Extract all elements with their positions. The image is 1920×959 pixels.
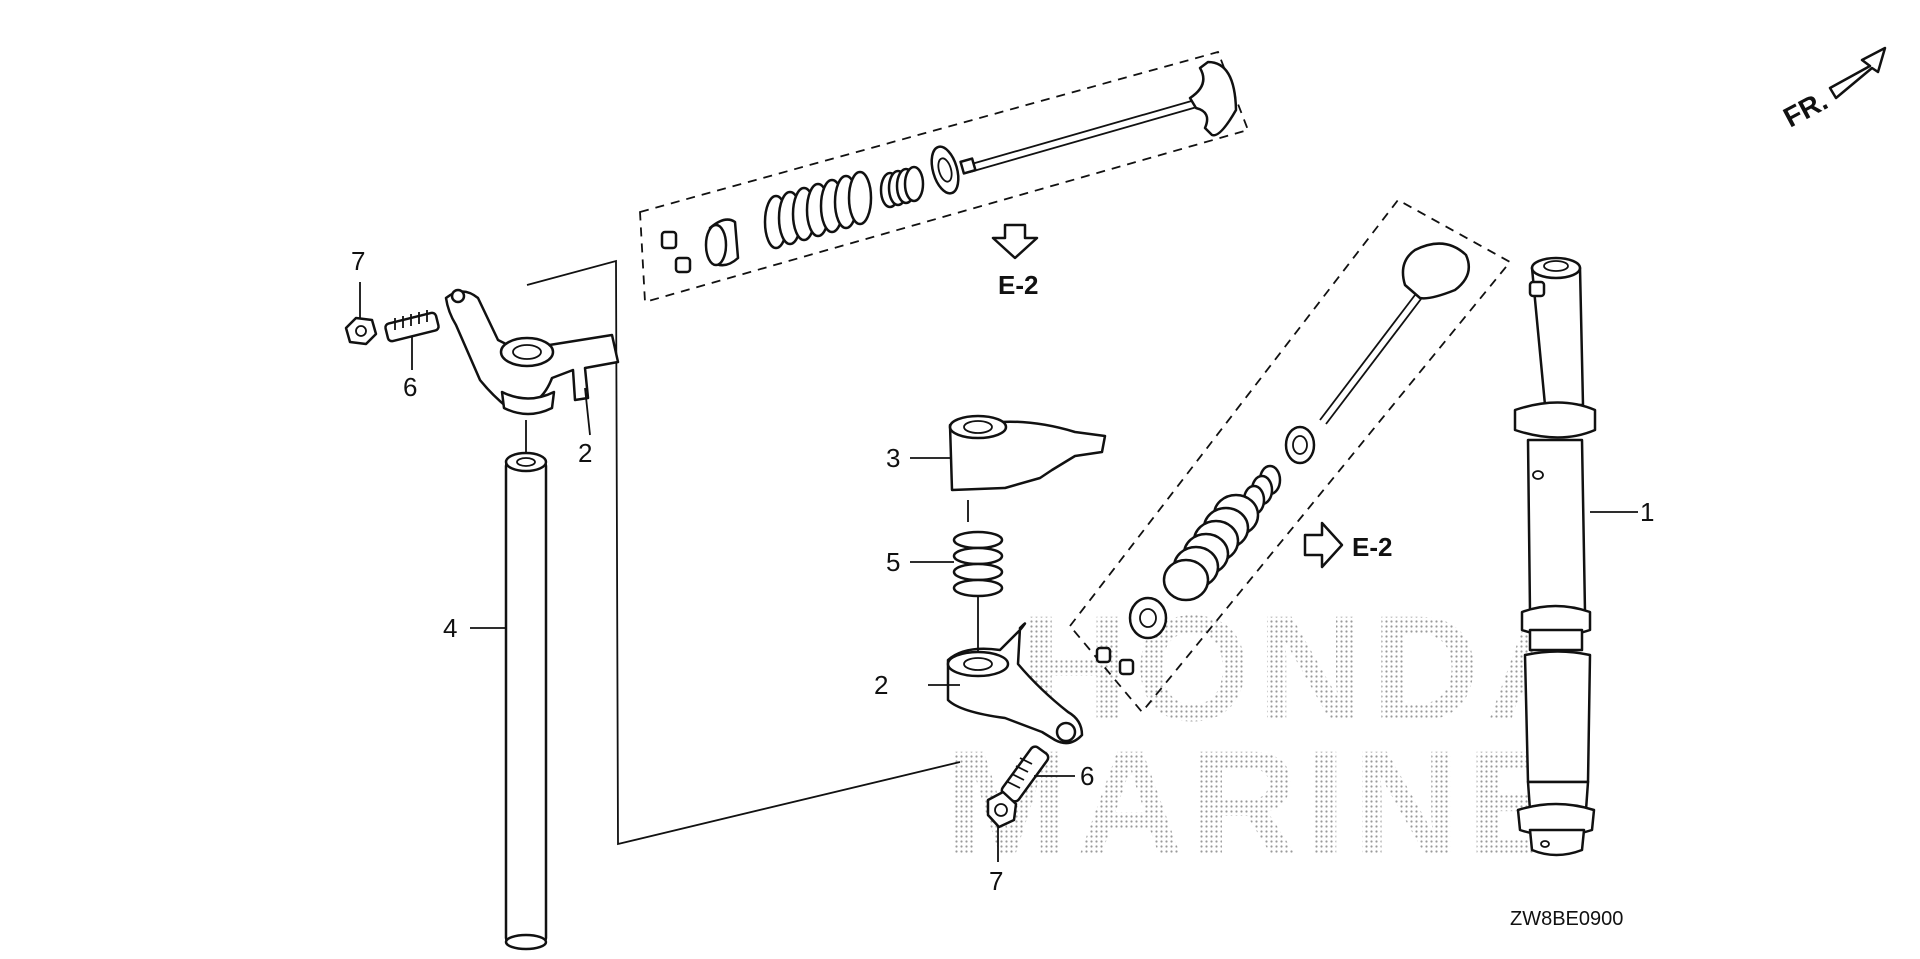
watermark-line-2: MARINE	[945, 719, 1573, 887]
lower-valve-group: E-2	[1068, 198, 1512, 714]
watermark: HONDA MARINE	[945, 584, 1600, 887]
front-direction-label: FR.	[1778, 85, 1832, 134]
spring-part-5	[952, 530, 1004, 598]
lower-large-spring	[1162, 493, 1260, 602]
leader-lines	[359, 282, 1638, 862]
diagram-code: ZW8BE0900	[1510, 908, 1623, 930]
nut-center	[986, 790, 1018, 829]
callout-2-left: 2	[578, 438, 592, 468]
upper-small-spring	[879, 165, 925, 209]
callout-7-center: 7	[989, 866, 1003, 896]
callout-4: 4	[443, 613, 457, 643]
camshaft-part-1	[1513, 256, 1597, 857]
callout-3: 3	[886, 443, 900, 473]
nut-upper	[344, 316, 378, 346]
right-reference-label: E-2	[1352, 532, 1392, 562]
callout-1: 1	[1640, 497, 1654, 527]
callout-6-center: 6	[1080, 761, 1094, 791]
assembly-outline	[526, 259, 961, 846]
callout-2-center: 2	[874, 670, 888, 700]
upper-large-spring	[763, 170, 873, 250]
adjuster-screw-upper	[384, 310, 440, 343]
rocker-arm-upper	[444, 288, 620, 416]
upper-valve-group: E-2	[639, 50, 1250, 304]
callouts: 1 2 2 3 4 5 6 6 7 7	[351, 246, 1654, 896]
upper-reference-label: E-2	[998, 270, 1038, 300]
callout-7-left: 7	[351, 246, 365, 276]
callout-6-left: 6	[403, 372, 417, 402]
front-arrow-icon: FR.	[1778, 46, 1887, 134]
rocker-arm-part-3	[948, 414, 1107, 492]
callout-5: 5	[886, 547, 900, 577]
watermark-line-1: HONDA	[1020, 584, 1600, 752]
rocker-arm-center	[946, 622, 1084, 745]
tube-part-4	[504, 451, 548, 951]
